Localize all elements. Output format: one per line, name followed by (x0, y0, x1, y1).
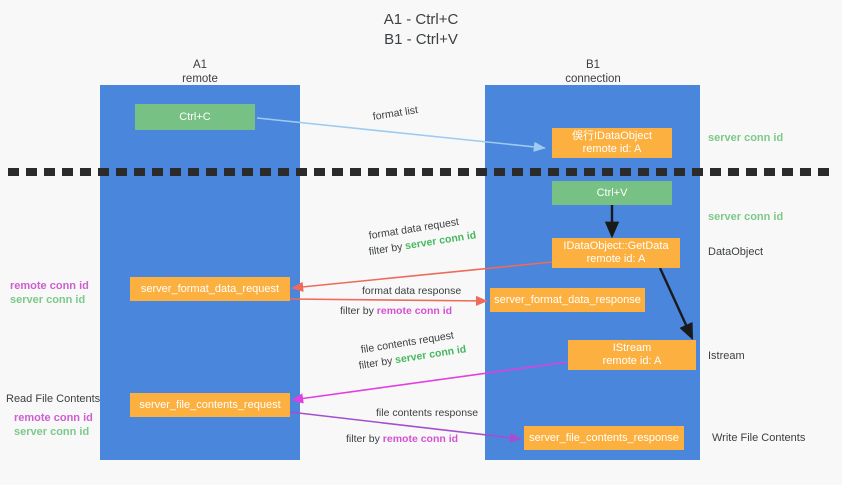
box-ctrl-c-label: Ctrl+C (179, 110, 211, 123)
right-label-write-file-contents: Write File Contents (712, 432, 806, 444)
box-idataobject[interactable]: 俁行IDataObject remote id: A (552, 128, 672, 158)
label-format-data-response-filter-value: remote conn id (376, 305, 453, 317)
dashed-separator (8, 168, 834, 176)
box-server-file-contents-response-label: server_file_contents_response (529, 431, 679, 444)
box-server-format-data-request-label: server_format_data_request (140, 282, 280, 295)
box-idataobject-getdata-line2: remote id: A (586, 253, 646, 265)
label-file-contents-request-filter-prefix: filter by (357, 354, 397, 373)
title-line-2: B1 - Ctrl+V (384, 31, 458, 48)
label-file-contents-response: file contents response (376, 407, 479, 419)
box-server-file-contents-response[interactable]: server_file_contents_response (524, 426, 684, 450)
column-header-a1-name: A1 (192, 59, 208, 71)
arrow-format-data-response (289, 295, 488, 307)
label-format-data-response: format data response (362, 285, 462, 297)
box-idataobject-line1: 俁行IDataObject (571, 130, 653, 142)
box-istream-line1: IStream (612, 342, 652, 354)
label-file-contents-response-filter: filter by remote conn id (346, 432, 458, 446)
left-label-read-file-contents: Read File Contents (6, 393, 101, 405)
box-server-format-data-request[interactable]: server_format_data_request (130, 277, 290, 301)
box-server-format-data-response-label: server_format_data_response (494, 293, 641, 306)
box-server-file-contents-request-label: server_file_contents_request (139, 398, 281, 411)
title-line-1: A1 - Ctrl+C (383, 11, 459, 28)
box-ctrl-v-label: Ctrl+V (596, 186, 628, 199)
box-ctrl-v[interactable]: Ctrl+V (552, 181, 672, 205)
left-label-remote-conn-id-2: remote conn id (14, 412, 93, 424)
column-header-a1: A1 remote (100, 58, 300, 86)
column-header-b1-name: B1 (585, 59, 601, 71)
right-label-server-conn-id-top: server conn id (708, 132, 784, 144)
left-label-remote-conn-id-1: remote conn id (10, 280, 89, 292)
box-ctrl-c[interactable]: Ctrl+C (135, 104, 255, 130)
box-istream-line2: remote id: A (602, 355, 662, 367)
column-header-a1-sub: remote (182, 73, 218, 85)
right-label-server-conn-id-second: server conn id (708, 211, 784, 223)
column-header-b1-sub: connection (565, 73, 621, 85)
box-idataobject-getdata[interactable]: IDataObject::GetData remote id: A (552, 238, 680, 268)
label-file-contents-response-filter-prefix: filter by (346, 433, 383, 445)
label-format-list: format list (371, 104, 419, 124)
box-server-file-contents-request[interactable]: server_file_contents_request (130, 393, 290, 417)
label-format-data-request-filter-prefix: filter by (367, 240, 407, 259)
right-label-dataobject: DataObject (708, 246, 764, 258)
column-header-b1: B1 connection (493, 58, 693, 86)
left-label-server-conn-id-2: server conn id (14, 426, 90, 438)
right-label-istream: Istream (708, 350, 745, 362)
left-label-server-conn-id-1: server conn id (10, 294, 86, 306)
diagram-title: A1 - Ctrl+C B1 - Ctrl+V (0, 10, 842, 50)
box-idataobject-line2: remote id: A (582, 143, 642, 155)
label-format-data-response-filter: filter by remote conn id (340, 304, 452, 318)
box-istream[interactable]: IStream remote id: A (568, 340, 696, 370)
box-server-format-data-response[interactable]: server_format_data_response (490, 288, 645, 312)
label-file-contents-response-filter-value: remote conn id (382, 433, 459, 445)
label-format-data-response-filter-prefix: filter by (340, 305, 377, 317)
box-idataobject-getdata-line1: IDataObject::GetData (563, 240, 669, 252)
